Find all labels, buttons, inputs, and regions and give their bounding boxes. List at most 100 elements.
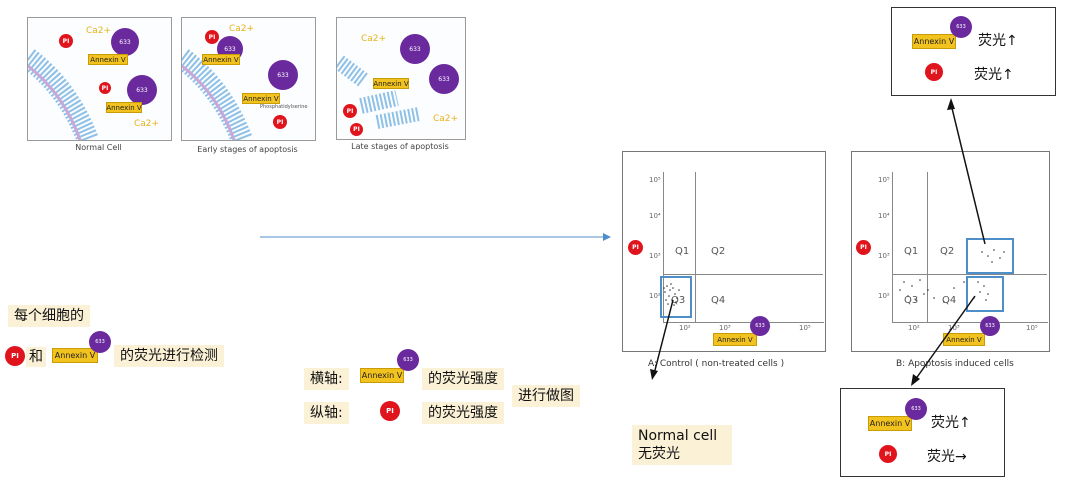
result-box-double-positive: Annexin V 633 荧光↑ PI 荧光↑ — [891, 7, 1056, 96]
gate-box-annexin-positive — [966, 276, 1004, 312]
pi-icon: PI — [59, 34, 73, 48]
tick-label: 10² — [908, 324, 920, 332]
pi-icon: PI — [343, 104, 357, 118]
membrane-illustration — [182, 49, 253, 140]
tick-label: 10⁴ — [649, 212, 661, 220]
pi-icon: PI — [879, 445, 897, 463]
quadrant-divider-v — [927, 172, 928, 322]
annexin-v-label: Annexin V — [868, 416, 912, 431]
plot-area — [892, 172, 1048, 323]
tick-label: 10³ — [719, 324, 731, 332]
caption-early-apoptosis: Early stages of apoptosis — [197, 145, 298, 154]
flow-plot-apoptosis: Q1 Q2 Q3 Q4 10² 10³ 10⁴ 10⁵ 10² 10³ 10⁴ … — [851, 151, 1050, 352]
tick-label: 10² — [649, 292, 661, 300]
normal-cell-label: Normal cell — [638, 428, 718, 444]
tick-label: 10⁵ — [649, 176, 661, 184]
dye-633-icon: 633 — [400, 34, 430, 64]
pi-icon: PI — [99, 82, 111, 94]
flow-caption-control: A: Control ( non-treated cells ) — [648, 359, 785, 369]
annexin-v-label: Annexin V — [242, 93, 280, 104]
pi-icon: PI — [273, 115, 287, 129]
annexin-fluorescence-up: 荧光↑ — [931, 415, 971, 431]
result-box-annexin-positive: Annexin V 633 荧光↑ PI 荧光→ — [840, 388, 1005, 477]
quadrant-divider-v — [695, 172, 696, 322]
dye-633-icon: 633 — [905, 398, 927, 420]
annexin-v-label: Annexin V — [202, 54, 240, 65]
y-axis-suffix: 的荧光强度 — [422, 402, 504, 424]
tick-label: 10³ — [878, 252, 890, 260]
plot-action-label: 进行做图 — [512, 385, 580, 407]
plot-area — [663, 172, 824, 323]
calcium-label: Ca2+ — [433, 114, 459, 124]
quadrant-divider-h — [892, 274, 1047, 275]
dye-633-icon: 633 — [750, 316, 770, 336]
quadrant-q1-label: Q1 — [904, 246, 919, 257]
y-axis-label: 纵轴: — [304, 402, 349, 424]
pi-icon: PI — [5, 346, 25, 366]
tick-label: 10⁵ — [1026, 324, 1038, 332]
panel-early-apoptosis: PI Ca2+ 633 Annexin V 633 Annexin V Phos… — [181, 17, 316, 141]
dye-633-icon: 633 — [397, 349, 419, 371]
pi-icon: PI — [856, 240, 871, 255]
calcium-label: Ca2+ — [134, 119, 160, 129]
pi-fluorescence-stable: 荧光→ — [927, 449, 967, 465]
tick-label: 10² — [679, 324, 691, 332]
annexin-v-label: Annexin V — [912, 34, 956, 49]
phosphatidylserine-label: Phosphatidylserine — [260, 104, 308, 110]
pi-icon: PI — [205, 30, 219, 44]
calcium-label: Ca2+ — [361, 34, 387, 44]
dye-633-icon: 633 — [111, 28, 139, 56]
no-fluorescence-label: 无荧光 — [638, 446, 680, 462]
quadrant-q4-label: Q4 — [711, 295, 726, 306]
membrane-illustration — [28, 49, 99, 140]
tick-label: 10² — [878, 292, 890, 300]
gate-box — [660, 276, 692, 318]
x-axis-suffix: 的荧光强度 — [422, 368, 504, 390]
quadrant-q1-label: Q1 — [675, 246, 690, 257]
quadrant-q2-label: Q2 — [711, 246, 726, 257]
calcium-label: Ca2+ — [86, 26, 112, 36]
annexin-v-label: Annexin V — [373, 78, 409, 89]
quadrant-divider-h — [663, 274, 823, 275]
pi-icon: PI — [628, 240, 643, 255]
gate-box-double-positive — [966, 238, 1014, 274]
tick-label: 10³ — [948, 324, 960, 332]
dye-633-icon: 633 — [950, 16, 972, 38]
caption-late-apoptosis: Late stages of apoptosis — [351, 142, 449, 151]
calcium-label: Ca2+ — [229, 24, 255, 34]
detect-note-line1: 每个细胞的 — [8, 305, 90, 327]
x-axis-label: 横轴: — [304, 368, 349, 390]
detect-note-and: 和 — [26, 347, 46, 367]
dye-633-icon: 633 — [127, 75, 157, 105]
cell-population-dots — [663, 283, 680, 306]
annexin-fluorescence-up: 荧光↑ — [978, 33, 1018, 49]
quadrant-q4-label: Q4 — [942, 295, 957, 306]
tick-label: 10⁵ — [878, 176, 890, 184]
pi-icon: PI — [350, 123, 363, 136]
annexin-v-label: Annexin V — [713, 333, 757, 346]
flow-caption-apoptosis: B: Apoptosis induced cells — [896, 359, 1014, 369]
tick-label: 10⁴ — [878, 212, 890, 220]
annexin-v-label: Annexin V — [88, 54, 128, 65]
detect-note-line2: 的荧光进行检测 — [114, 345, 224, 367]
normal-cell-note: Normal cell 无荧光 — [632, 425, 732, 465]
tick-label: 10³ — [649, 252, 661, 260]
dye-633-icon: 633 — [429, 64, 459, 94]
panel-late-apoptosis: Ca2+ 633 633 Annexin V PI PI Ca2+ — [336, 17, 466, 140]
annexin-v-label: Annexin V — [52, 348, 98, 363]
dye-633-icon: 633 — [89, 331, 111, 353]
pi-icon: PI — [380, 401, 400, 421]
flow-arrow — [260, 233, 611, 241]
panel-normal-cell: PI Ca2+ 633 Annexin V PI 633 Annexin V C… — [27, 17, 172, 141]
pi-fluorescence-up: 荧光↑ — [974, 67, 1014, 83]
pi-icon: PI — [925, 63, 943, 81]
membrane-illustration — [337, 55, 421, 129]
tick-label: 10⁵ — [799, 324, 811, 332]
annexin-v-label: Annexin V — [106, 102, 142, 113]
dye-633-icon: 633 — [268, 60, 298, 90]
quadrant-q2-label: Q2 — [940, 246, 955, 257]
quadrant-q3-label: Q3 — [904, 295, 919, 306]
dye-633-icon: 633 — [980, 316, 1000, 336]
quadrant-q3-label: Q3 — [671, 295, 686, 306]
